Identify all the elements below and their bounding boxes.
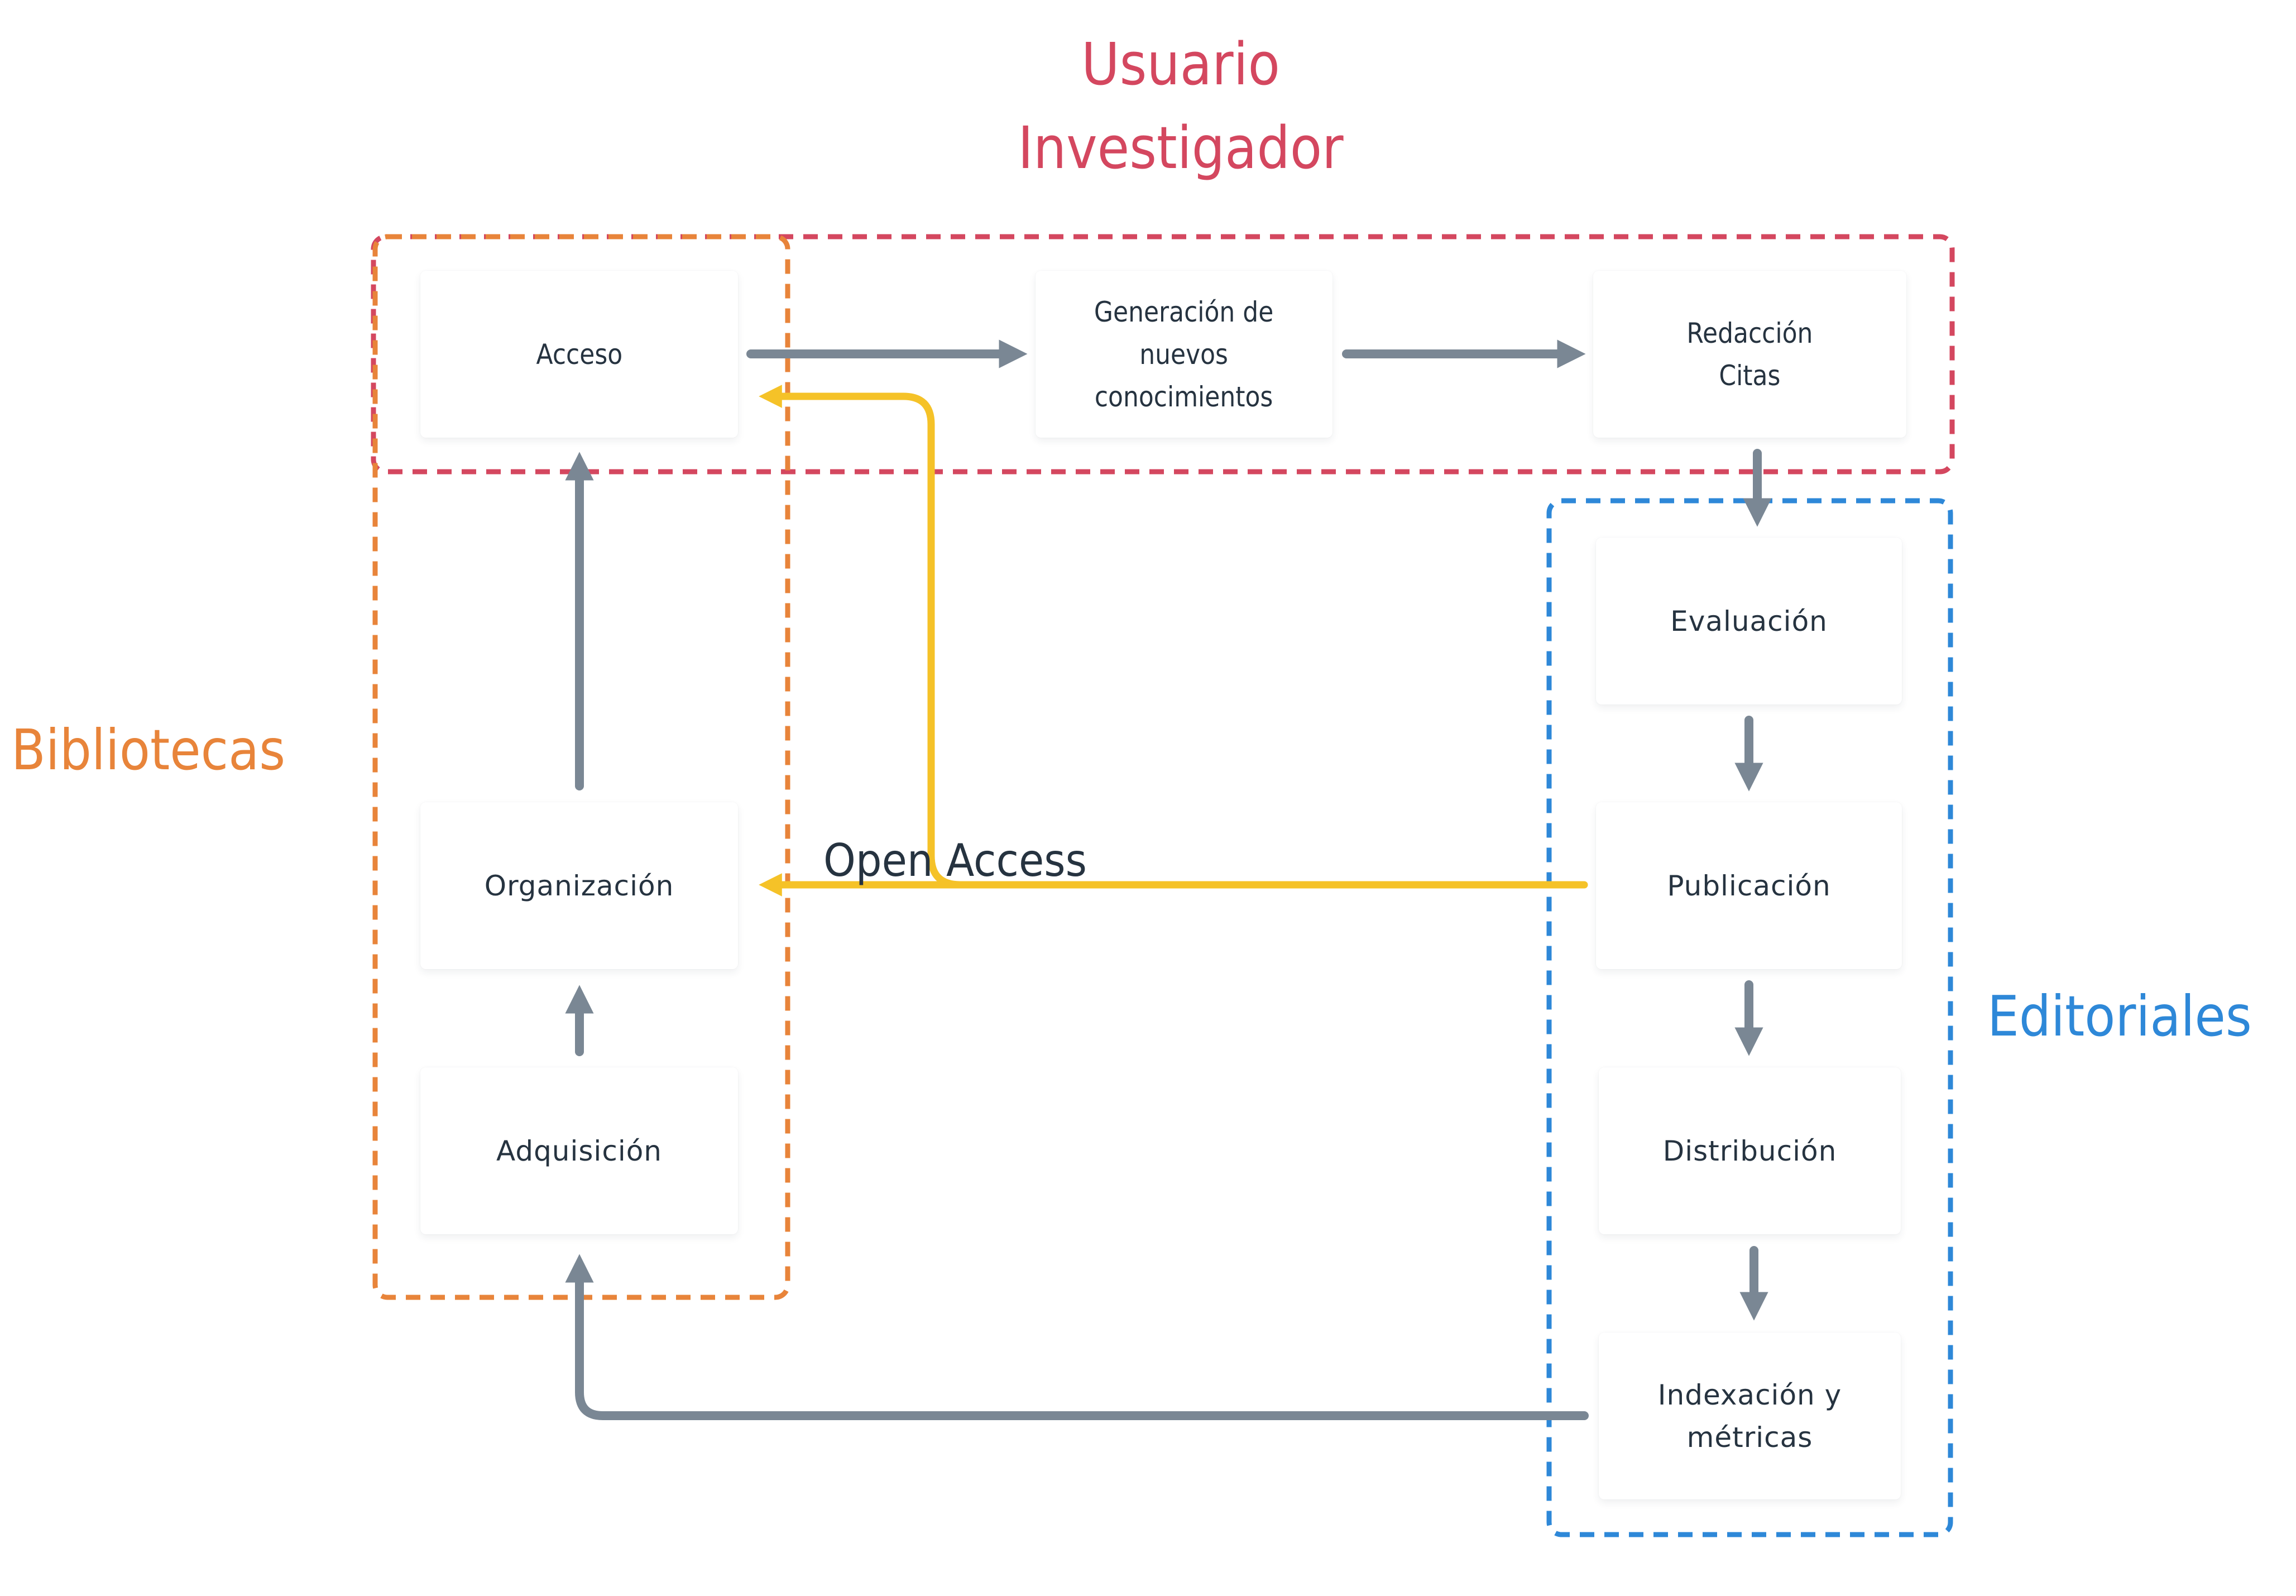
node-adquisicion-label: Adquisición	[496, 1134, 662, 1167]
group-title-bibliotecas: Bibliotecas	[11, 717, 286, 783]
edge-indexacion-adquisicion	[565, 1254, 1589, 1420]
node-organizacion-label: Organización	[484, 869, 674, 902]
node-publicacion[interactable]: Publicación	[1596, 802, 1902, 969]
group-title-editoriales: Editoriales	[1987, 984, 2252, 1049]
group-title-usuario-text: Usuario Investigador	[1018, 30, 1344, 182]
node-organizacion[interactable]: Organización	[420, 802, 738, 969]
edge-open-access-acceso	[759, 385, 964, 889]
node-redaccion[interactable]: Redacción Citas	[1593, 271, 1906, 438]
group-title-usuario-investigador: Usuario Investigador	[922, 22, 1440, 190]
node-distribucion-label: Distribución	[1662, 1134, 1837, 1167]
node-acceso-label: Acceso	[536, 338, 622, 371]
node-evaluacion-label: Evaluación	[1670, 605, 1828, 638]
node-redaccion-label: Redacción Citas	[1686, 317, 1813, 392]
edge-label-open-access: Open Access	[823, 835, 1087, 886]
node-evaluacion[interactable]: Evaluación	[1596, 538, 1902, 704]
group-usuario-border	[371, 234, 1955, 475]
node-generacion[interactable]: Generación de nuevos conocimientos	[1036, 271, 1332, 438]
node-acceso[interactable]: Acceso	[420, 271, 738, 438]
node-publicacion-label: Publicación	[1667, 869, 1831, 902]
node-indexacion[interactable]: Indexación y métricas	[1599, 1333, 1901, 1499]
node-distribucion[interactable]: Distribución	[1599, 1067, 1901, 1234]
node-generacion-label: Generación de nuevos conocimientos	[1094, 295, 1274, 413]
node-adquisicion[interactable]: Adquisición	[420, 1067, 738, 1234]
node-indexacion-label: Indexación y métricas	[1657, 1378, 1842, 1454]
